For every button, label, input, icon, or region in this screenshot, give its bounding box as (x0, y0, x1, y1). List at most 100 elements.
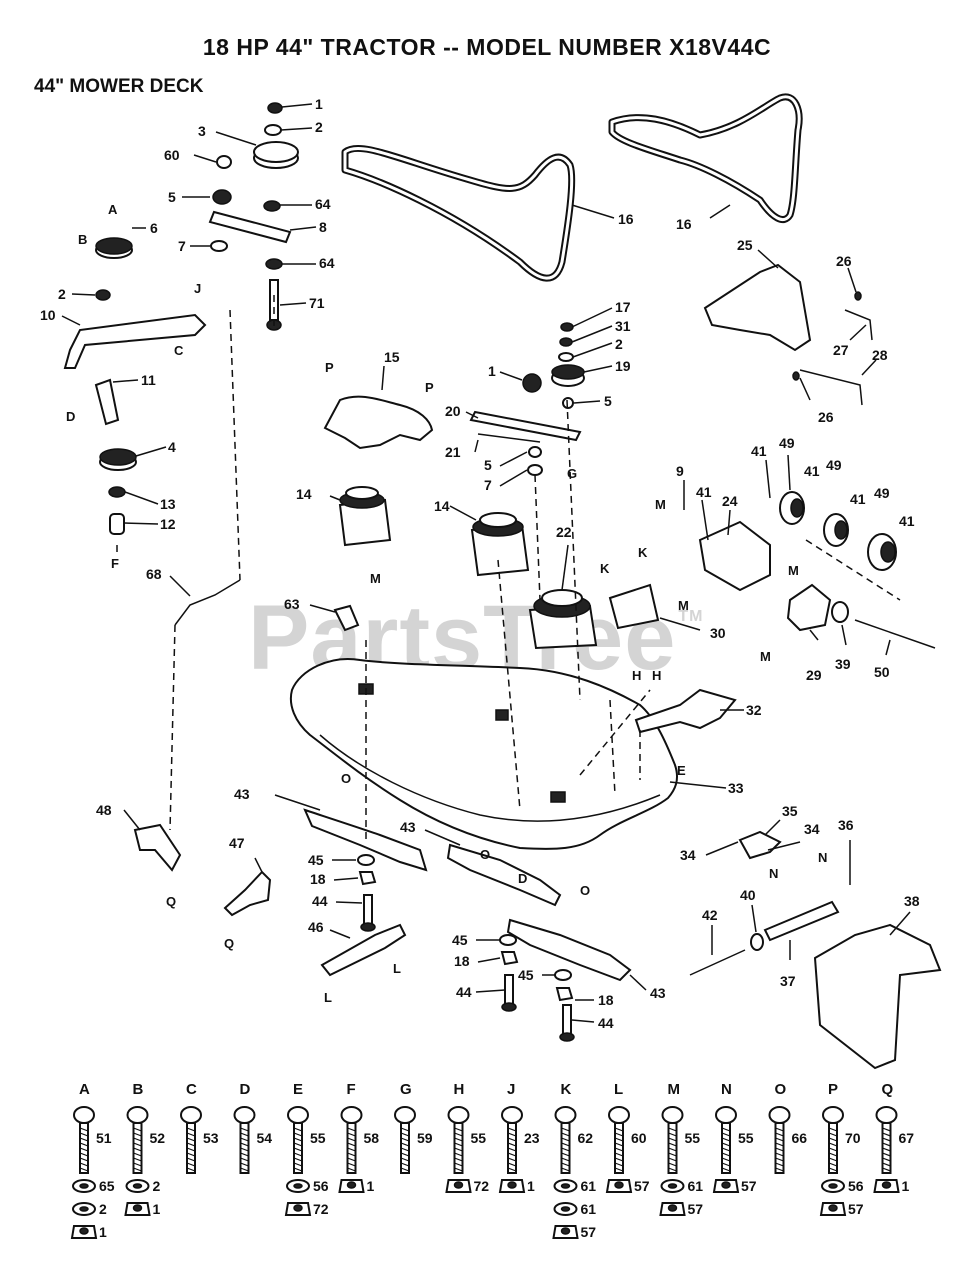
nut-hole (560, 1227, 571, 1235)
washer-18c[interactable] (555, 987, 574, 1002)
washer-7b[interactable] (527, 464, 543, 476)
adapter-46[interactable] (320, 923, 407, 977)
hardware-group-g[interactable]: G59 (394, 1081, 433, 1174)
spacer-64b[interactable] (265, 258, 283, 270)
link-11[interactable] (94, 378, 120, 426)
washer-18a[interactable] (358, 871, 377, 886)
hardware-item-number: 56 (848, 1178, 864, 1194)
spacer-64[interactable] (263, 200, 281, 212)
hardware-letter: P (828, 1081, 838, 1098)
bearing-5b[interactable] (562, 397, 574, 409)
pulley-6[interactable] (95, 237, 133, 259)
washer-45b[interactable] (499, 934, 517, 946)
nut-1[interactable] (267, 102, 283, 114)
washer-7[interactable] (210, 240, 228, 252)
rod-68[interactable] (174, 579, 241, 626)
bracket-24[interactable] (698, 520, 771, 592)
washer-2[interactable] (264, 124, 282, 136)
shaft-50[interactable] (854, 619, 936, 649)
bolt-44a[interactable] (360, 894, 376, 932)
callout-5: 5 (168, 189, 176, 205)
wheel-49b[interactable] (823, 513, 849, 547)
pin-42[interactable] (689, 949, 746, 976)
link-35[interactable] (738, 830, 782, 860)
bracket-25[interactable] (703, 263, 812, 352)
bearing-5[interactable] (212, 189, 232, 205)
bolt-thread (614, 1167, 624, 1172)
bolt-thread (293, 1142, 303, 1147)
lift-bracket-37[interactable] (763, 900, 840, 942)
idler-arm-8[interactable] (208, 210, 292, 244)
spring-21[interactable] (477, 433, 541, 443)
pulley-3[interactable] (253, 141, 299, 169)
bracket-47[interactable] (223, 870, 272, 917)
chute-38[interactable] (813, 923, 942, 1070)
washer-18b[interactable] (500, 951, 519, 966)
bolt-thread (347, 1137, 356, 1142)
mower-deck-33[interactable] (290, 658, 678, 850)
washer-13[interactable] (108, 486, 126, 498)
washer-39[interactable] (831, 601, 849, 623)
callout-18c: 18 (598, 992, 614, 1008)
bolt-thread (668, 1152, 677, 1157)
bracket-30[interactable] (608, 583, 660, 630)
bolt-thread (240, 1152, 249, 1157)
nut-2[interactable] (95, 289, 111, 301)
hardware-group-o[interactable]: O66 (768, 1081, 808, 1174)
spacer-12[interactable] (109, 513, 125, 535)
spacer-31[interactable] (559, 337, 573, 347)
bracket-32[interactable] (634, 688, 737, 734)
callout-24: 24 (722, 493, 738, 509)
hardware-group-c[interactable]: C53 (180, 1081, 219, 1174)
belt-guard-15[interactable] (323, 395, 434, 450)
pulley-19[interactable] (551, 364, 585, 387)
washer-45a[interactable] (357, 854, 375, 866)
belt-16-right[interactable] (608, 93, 803, 223)
washer-45c[interactable] (554, 969, 572, 981)
bracket-29[interactable] (786, 583, 832, 632)
bushing-60[interactable] (216, 155, 232, 169)
wheel-49a[interactable] (779, 491, 805, 525)
rod-27[interactable] (844, 309, 873, 341)
spindle-14-center[interactable] (470, 512, 530, 577)
callout-32: 32 (746, 702, 762, 718)
washer-2c[interactable] (558, 352, 574, 362)
hardware-group-d[interactable]: D54 (233, 1081, 273, 1174)
bracket-48[interactable] (133, 823, 182, 872)
nut-17[interactable] (560, 322, 574, 332)
spindle-14-left[interactable] (338, 486, 392, 547)
bracket-10[interactable] (63, 313, 207, 369)
belt-16-left[interactable] (341, 145, 576, 282)
blade-43-left[interactable] (303, 808, 428, 872)
wheel-49c[interactable] (867, 533, 897, 571)
bolt-44b[interactable] (501, 974, 517, 1012)
bearing-5c[interactable] (528, 446, 542, 458)
rod-28[interactable] (799, 369, 863, 406)
bolt-thread (775, 1167, 784, 1172)
letter-p2: P (425, 380, 434, 395)
blade-43-center[interactable] (446, 843, 562, 907)
bolt-thread (240, 1127, 249, 1132)
bolt-thread (240, 1132, 249, 1137)
blade-43-right[interactable] (506, 918, 632, 982)
pin-26a[interactable] (854, 291, 862, 301)
bracket-63[interactable] (333, 604, 360, 632)
idler-arm-20[interactable] (469, 410, 582, 442)
pin-26b[interactable] (792, 371, 800, 381)
washer-40[interactable] (750, 933, 764, 951)
nut-1b[interactable] (522, 373, 542, 393)
pulley-4[interactable] (99, 448, 137, 471)
bolt-44c[interactable] (559, 1004, 575, 1042)
